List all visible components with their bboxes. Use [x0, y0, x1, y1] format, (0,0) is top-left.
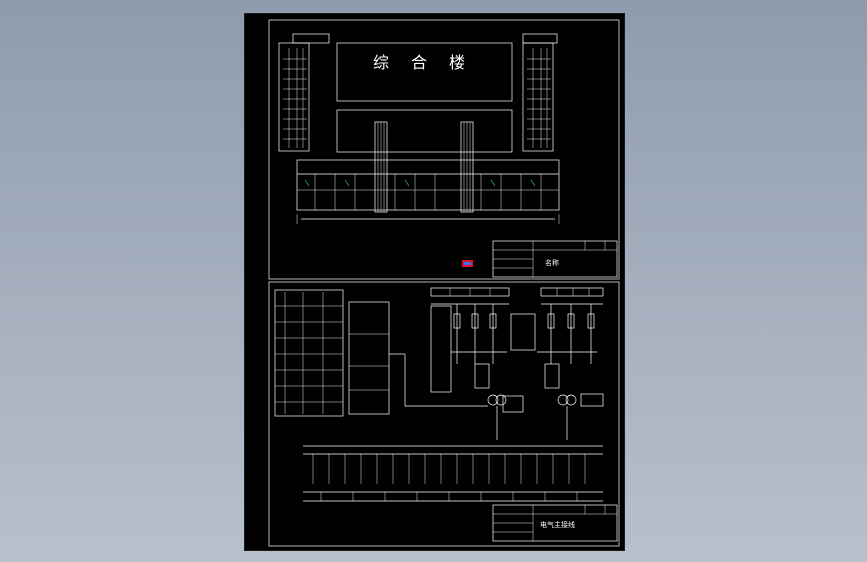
drawing-sheet: 综合楼	[244, 13, 625, 551]
transformer-branch-a	[430, 287, 510, 406]
transformer-branch-b	[510, 287, 604, 407]
bottom-title-block: 电气主接线	[492, 504, 618, 542]
cad-drawing-canvas: 综合楼	[268, 19, 620, 547]
bottom-title-block-name: 电气主接线	[540, 520, 575, 529]
top-drawing-frame	[268, 19, 620, 280]
transformer-room-box	[336, 109, 513, 153]
left-panel-group	[278, 33, 330, 152]
building-title: 综合楼	[373, 53, 487, 72]
switchgear-row	[296, 159, 560, 224]
top-title-block-name: 名称	[545, 258, 559, 267]
distribution-row	[303, 453, 603, 502]
top-title-block: 名称	[492, 240, 618, 278]
right-panel-group	[522, 33, 558, 152]
left-control-panels	[274, 289, 390, 417]
building-title-box	[336, 42, 513, 102]
red-marker	[462, 260, 473, 267]
feeder-lines	[303, 353, 603, 447]
cable-risers	[374, 121, 474, 213]
bottom-drawing-frame	[268, 281, 620, 547]
